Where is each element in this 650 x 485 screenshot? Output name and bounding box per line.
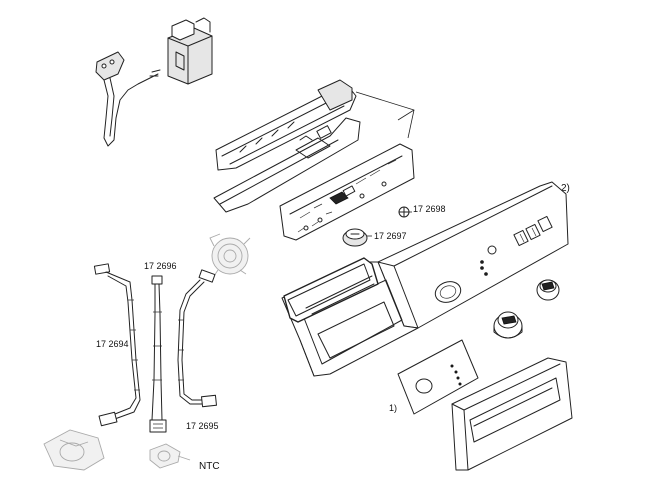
part-number-172697: 17 2697	[374, 231, 407, 241]
part-number-172698: 17 2698	[413, 204, 446, 214]
detergent-drawer-frame	[281, 257, 419, 377]
part-number-172696: 17 2696	[144, 261, 177, 271]
control-module-rail	[215, 79, 357, 171]
part-number-172695: 17 2695	[186, 421, 219, 431]
part-number-172694: 17 2694	[96, 339, 129, 349]
note-2-label: 2)	[561, 183, 570, 194]
control-board-tray	[213, 117, 361, 213]
program-selector-switch	[342, 228, 372, 247]
ntc-sensor-ghost	[149, 443, 191, 469]
control-panel-foil	[397, 339, 479, 415]
ntc-label: NTC	[199, 461, 220, 472]
note-1-label: 1)	[389, 403, 398, 413]
wire-harness-172695	[177, 269, 217, 408]
program-knob	[536, 279, 560, 301]
temperature-knob	[493, 311, 523, 339]
detergent-drawer-handle	[451, 357, 573, 471]
drain-pump-ghost	[43, 429, 105, 471]
pressure-switch-ghost	[209, 233, 251, 277]
control-panel-fascia	[377, 181, 569, 329]
wire-harness-172694	[93, 263, 141, 427]
display-pcb	[279, 143, 415, 241]
selector-knob-small	[398, 206, 412, 218]
suppression-filter	[167, 17, 213, 85]
mains-plug-cable	[95, 51, 161, 147]
wire-harness-172696	[149, 275, 167, 433]
